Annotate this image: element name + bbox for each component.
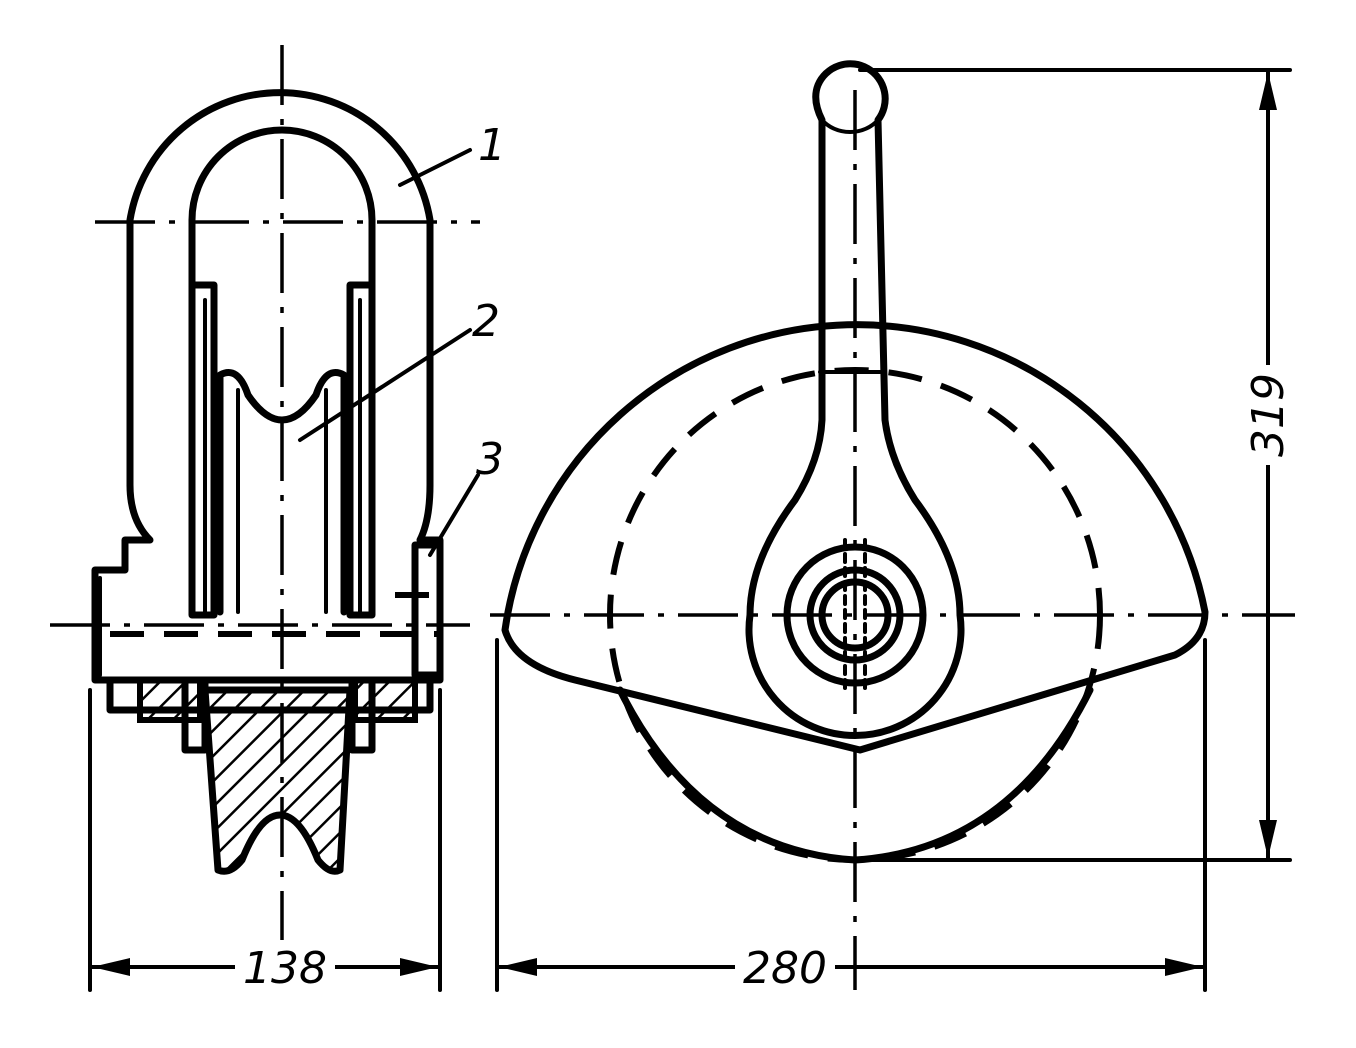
side-view: 138 1 2 3: [50, 45, 506, 994]
shackle-outer-outline: [126, 89, 434, 489]
shackle-inner-outline: [188, 126, 376, 294]
housing-outline: [501, 321, 1209, 754]
sheave-lower-section: [201, 686, 354, 875]
label-part-2: 2: [472, 296, 500, 347]
dim-319: 319: [1243, 373, 1294, 457]
label-part-1: 1: [478, 120, 506, 171]
left-bushing-section: [137, 677, 203, 723]
shackle-arm-outline: [745, 60, 965, 739]
hub-ring-outer: [783, 543, 927, 687]
right-cheek-plate: [346, 281, 376, 619]
left-cheek-plate: [188, 281, 218, 619]
hub-nut: [411, 541, 444, 679]
base-plate-outline: [91, 481, 444, 684]
front-view: 280 319: [490, 60, 1295, 994]
dim-138: 138: [243, 943, 327, 994]
dim-280: 280: [743, 943, 827, 994]
label-part-3: 3: [476, 434, 504, 485]
axle-circle: [818, 578, 892, 652]
right-bushing-section: [352, 677, 418, 723]
hub-ring-middle: [806, 566, 904, 664]
sheave-upper-outline: [216, 369, 348, 616]
